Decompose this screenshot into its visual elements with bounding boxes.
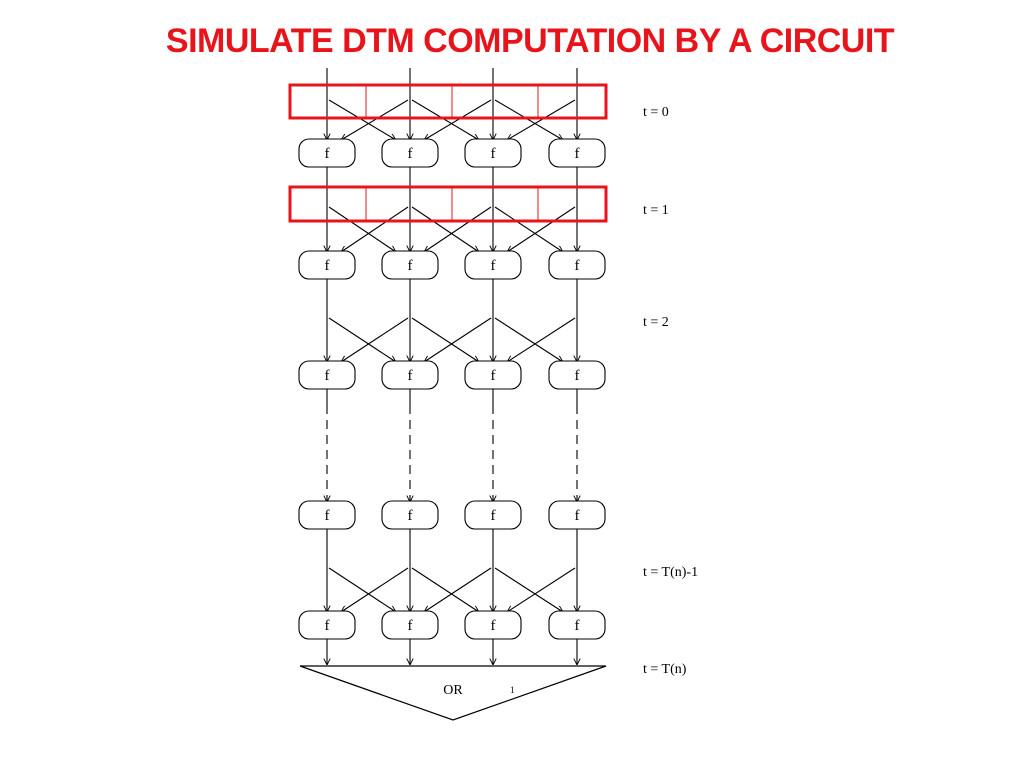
function-node xyxy=(548,138,606,168)
wire xyxy=(424,99,492,140)
function-node-label: f xyxy=(575,368,580,384)
wire xyxy=(507,317,576,362)
wire xyxy=(494,317,563,362)
function-node xyxy=(381,250,439,280)
function-node-label: f xyxy=(491,618,496,634)
function-node-label: f xyxy=(408,146,413,162)
time-label: t = 0 xyxy=(643,105,669,120)
wire xyxy=(424,206,492,252)
wire xyxy=(411,206,479,252)
time-label: t = 2 xyxy=(643,315,669,330)
function-node-label: f xyxy=(491,368,496,384)
function-node xyxy=(381,500,439,530)
wire xyxy=(424,317,492,362)
function-node-label: f xyxy=(408,258,413,274)
function-node-label: f xyxy=(408,368,413,384)
wire xyxy=(507,206,576,252)
function-node xyxy=(464,610,522,640)
function-node xyxy=(548,500,606,530)
function-node-label: f xyxy=(325,258,330,274)
function-nodes: f f f f f f f f f f f f f f f f f f f f xyxy=(298,138,606,640)
function-node xyxy=(464,250,522,280)
or-output-mark: 1 xyxy=(510,685,515,695)
time-label: t = 1 xyxy=(643,203,669,218)
function-node-label: f xyxy=(575,508,580,524)
wire xyxy=(328,99,396,140)
function-node-label: f xyxy=(325,618,330,634)
wire xyxy=(328,317,396,362)
function-node-label: f xyxy=(575,258,580,274)
function-node xyxy=(464,500,522,530)
function-node xyxy=(381,610,439,640)
wire xyxy=(411,317,479,362)
function-node xyxy=(298,250,356,280)
wire xyxy=(341,317,409,362)
wires xyxy=(327,68,577,665)
function-node-label: f xyxy=(325,146,330,162)
function-node-label: f xyxy=(408,508,413,524)
wire xyxy=(328,206,396,252)
time-label: t = T(n)-1 xyxy=(643,565,698,580)
function-node-label: f xyxy=(325,368,330,384)
wire xyxy=(494,206,563,252)
or-gate-label: OR xyxy=(443,683,463,698)
wire xyxy=(341,567,409,612)
function-node xyxy=(298,138,356,168)
wire xyxy=(507,567,576,612)
function-node-label: f xyxy=(491,508,496,524)
function-node-label: f xyxy=(408,618,413,634)
function-node xyxy=(381,138,439,168)
wire xyxy=(424,567,492,612)
tape-highlight-box xyxy=(288,83,608,120)
function-node xyxy=(464,360,522,390)
function-node-label: f xyxy=(491,146,496,162)
wire xyxy=(411,99,479,140)
wire xyxy=(494,99,563,140)
tape-highlight-box xyxy=(288,185,608,223)
wire xyxy=(494,567,563,612)
wire xyxy=(341,206,409,252)
function-node-label: f xyxy=(575,618,580,634)
or-gate-shape xyxy=(299,665,607,721)
wire xyxy=(411,567,479,612)
time-labels: t = 0 t = 1 t = 2 t = T(n)-1 t = T(n) xyxy=(643,105,698,677)
function-node xyxy=(298,610,356,640)
function-node xyxy=(381,360,439,390)
highlight-boxes xyxy=(288,83,608,223)
function-node xyxy=(548,610,606,640)
function-node-label: f xyxy=(575,146,580,162)
function-node xyxy=(548,360,606,390)
function-node xyxy=(464,138,522,168)
wire xyxy=(507,99,576,140)
wire xyxy=(341,99,409,140)
function-node-label: f xyxy=(491,258,496,274)
or-gate: OR 1 xyxy=(299,665,607,721)
wire xyxy=(328,567,396,612)
slide-title: SIMULATE DTM COMPUTATION BY A CIRCUIT xyxy=(165,22,895,60)
function-node xyxy=(298,500,356,530)
function-node xyxy=(298,360,356,390)
function-node-label: f xyxy=(325,508,330,524)
time-label: t = T(n) xyxy=(643,662,687,677)
function-node xyxy=(548,250,606,280)
